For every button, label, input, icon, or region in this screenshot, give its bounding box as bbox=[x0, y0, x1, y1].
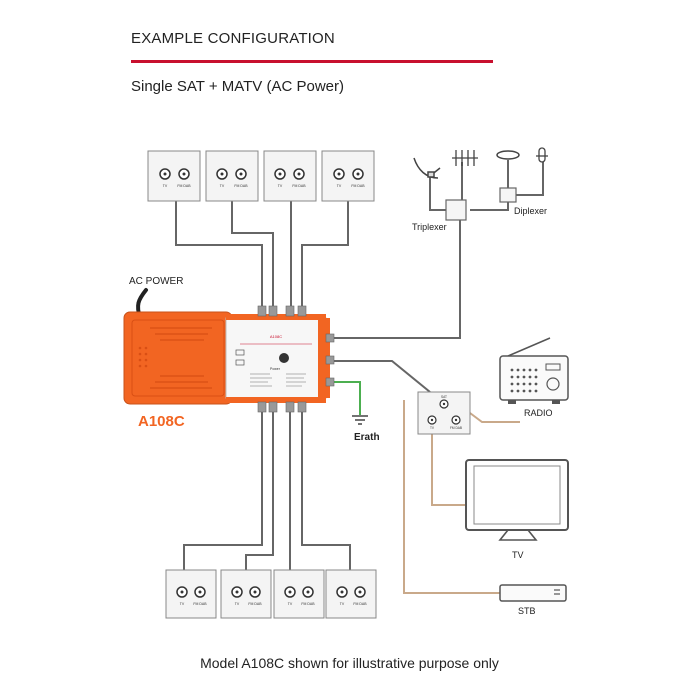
cable-top-1 bbox=[175, 200, 263, 318]
sat-wall-outlet: SAT TV FM DAB bbox=[417, 391, 471, 435]
cable-bottom-1 bbox=[183, 405, 263, 572]
port-label-tv: TV bbox=[163, 184, 168, 188]
cable-earth bbox=[332, 381, 361, 415]
satellite-dish-icon bbox=[413, 157, 441, 179]
radio-label: RADIO bbox=[524, 408, 553, 418]
cable-top-2 bbox=[231, 200, 274, 318]
cable-triplexer-to-amp bbox=[330, 220, 461, 339]
port-label-tv: TV bbox=[288, 602, 293, 606]
cables-top bbox=[175, 200, 349, 318]
port-label-fm-dab: FM DAB bbox=[450, 426, 462, 430]
title-rule bbox=[131, 60, 493, 63]
diplexer-box bbox=[499, 187, 517, 203]
cable-bottom-4 bbox=[301, 405, 351, 572]
amp-bottom-connectors bbox=[257, 401, 307, 413]
port-label-tv: TV bbox=[278, 184, 283, 188]
port-label-fm-dab: FM DAB bbox=[301, 602, 315, 606]
fm-loop-antenna-icon bbox=[496, 150, 520, 160]
cable-outlet-to-radio bbox=[465, 409, 520, 423]
model-label: A108C bbox=[138, 413, 185, 430]
triplexer-label: Triplexer bbox=[412, 222, 447, 232]
radio-icon bbox=[499, 337, 569, 404]
amp-side-connectors bbox=[325, 333, 335, 387]
cables-antenna bbox=[330, 160, 544, 339]
amplifier-housing bbox=[123, 311, 233, 405]
device-face-model: A108C bbox=[270, 334, 282, 339]
wall-outlet-top-1: TV FM DAB bbox=[147, 150, 201, 202]
cable-dab-to-diplexer bbox=[516, 162, 544, 196]
port-label-tv: TV bbox=[235, 602, 240, 606]
wall-outlet-bottom-1: TV FM DAB bbox=[165, 569, 217, 619]
wall-outlet-top-3: TV FM DAB bbox=[263, 150, 317, 202]
port-label-tv: TV bbox=[220, 184, 225, 188]
amplifier-face-plate: A108C Power bbox=[225, 317, 327, 399]
cable-top-4 bbox=[301, 200, 349, 318]
wall-outlet-bottom-4: TV FM DAB bbox=[325, 569, 377, 619]
port-label-tv: TV bbox=[180, 602, 185, 606]
cable-bottom-2 bbox=[245, 405, 274, 572]
stb-icon bbox=[499, 584, 567, 602]
page-title: EXAMPLE CONFIGURATION bbox=[131, 30, 335, 47]
earth-symbol bbox=[352, 415, 368, 425]
tv-label: TV bbox=[512, 550, 524, 560]
diplexer-label: Diplexer bbox=[514, 206, 547, 216]
cable-outlet-to-stb bbox=[403, 400, 500, 594]
port-label-tv: TV bbox=[430, 426, 435, 430]
port-label-fm-dab: FM DAB bbox=[177, 184, 191, 188]
wall-outlet-bottom-2: TV FM DAB bbox=[220, 569, 272, 619]
port-label-tv: TV bbox=[337, 184, 342, 188]
vent-dots bbox=[138, 346, 148, 368]
port-label-fm-dab: FM DAB bbox=[193, 602, 207, 606]
port-label-fm-dab: FM DAB bbox=[353, 602, 367, 606]
tv-icon bbox=[465, 459, 569, 541]
port-label-fm-dab: FM DAB bbox=[248, 602, 262, 606]
ac-power-label: AC POWER bbox=[129, 276, 183, 287]
triplexer-box bbox=[445, 199, 467, 221]
wall-outlet-top-4: TV FM DAB bbox=[321, 150, 375, 202]
stb-label: STB bbox=[518, 606, 536, 616]
cable-diplexer-to-triplexer bbox=[470, 200, 509, 211]
wall-outlet-top-2: TV FM DAB bbox=[205, 150, 259, 202]
device-face-power: Power bbox=[270, 367, 281, 371]
cables-bottom bbox=[183, 405, 351, 572]
erath-label: Erath bbox=[354, 432, 380, 443]
face-plate-text-lines bbox=[250, 373, 306, 387]
cable-sat-to-triplexer bbox=[429, 176, 446, 211]
port-label-tv: TV bbox=[340, 602, 345, 606]
cable-amp-to-wall-outlet bbox=[330, 360, 431, 393]
port-label-fm-dab: FM DAB bbox=[234, 184, 248, 188]
port-label-fm-dab: FM DAB bbox=[292, 184, 306, 188]
dab-antenna-icon bbox=[536, 147, 548, 163]
yagi-antenna-icon bbox=[452, 150, 478, 166]
footer-note: Model A108C shown for illustrative purpo… bbox=[200, 655, 499, 671]
amp-top-connectors bbox=[257, 305, 307, 317]
wall-outlet-bottom-3: TV FM DAB bbox=[273, 569, 325, 619]
port-label-sat: SAT bbox=[441, 395, 447, 399]
vent-lines bbox=[150, 327, 212, 389]
page-subtitle: Single SAT + MATV (AC Power) bbox=[131, 78, 344, 95]
port-label-fm-dab: FM DAB bbox=[351, 184, 365, 188]
